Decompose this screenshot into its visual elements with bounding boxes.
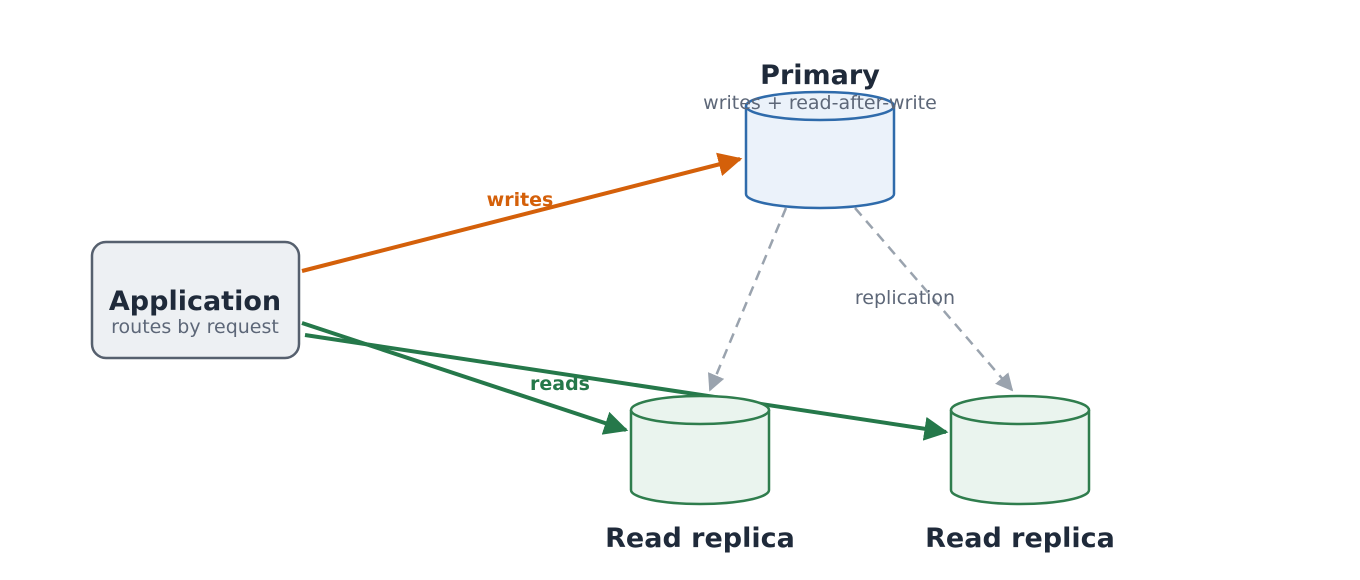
writes-label: writes [487,189,554,211]
replica-1-cylinder-top [629,394,771,426]
reads-arrow-right [304,333,949,441]
application-title: Application [109,286,281,317]
replication-arrow-left [707,207,788,392]
replica-2-cylinder-top [949,394,1091,426]
primary-subtitle: writes + read-after-write [703,92,937,114]
read-replica-2: Read replica [925,394,1115,554]
replica-2-title: Read replica [925,523,1115,554]
replication-label: replication [855,287,955,309]
application-subtitle: routes by request [111,316,279,338]
primary-title: Primary [760,60,880,91]
primary-cylinder-top [744,90,896,122]
reads-label: reads [530,373,590,395]
writes-arrow [301,152,743,273]
read-replica-1: Read replica [605,394,795,554]
application-node: Application routes by request [90,240,301,360]
application-box [90,240,301,360]
replication-arrow-right [854,207,1014,392]
replica-1-title: Read replica [605,523,795,554]
replica-2-cylinder-body [949,410,1091,506]
primary-cylinder-body [744,106,896,210]
replica-1-cylinder-body [629,410,771,506]
primary-database: Primary writes + read-after-write [703,60,937,210]
